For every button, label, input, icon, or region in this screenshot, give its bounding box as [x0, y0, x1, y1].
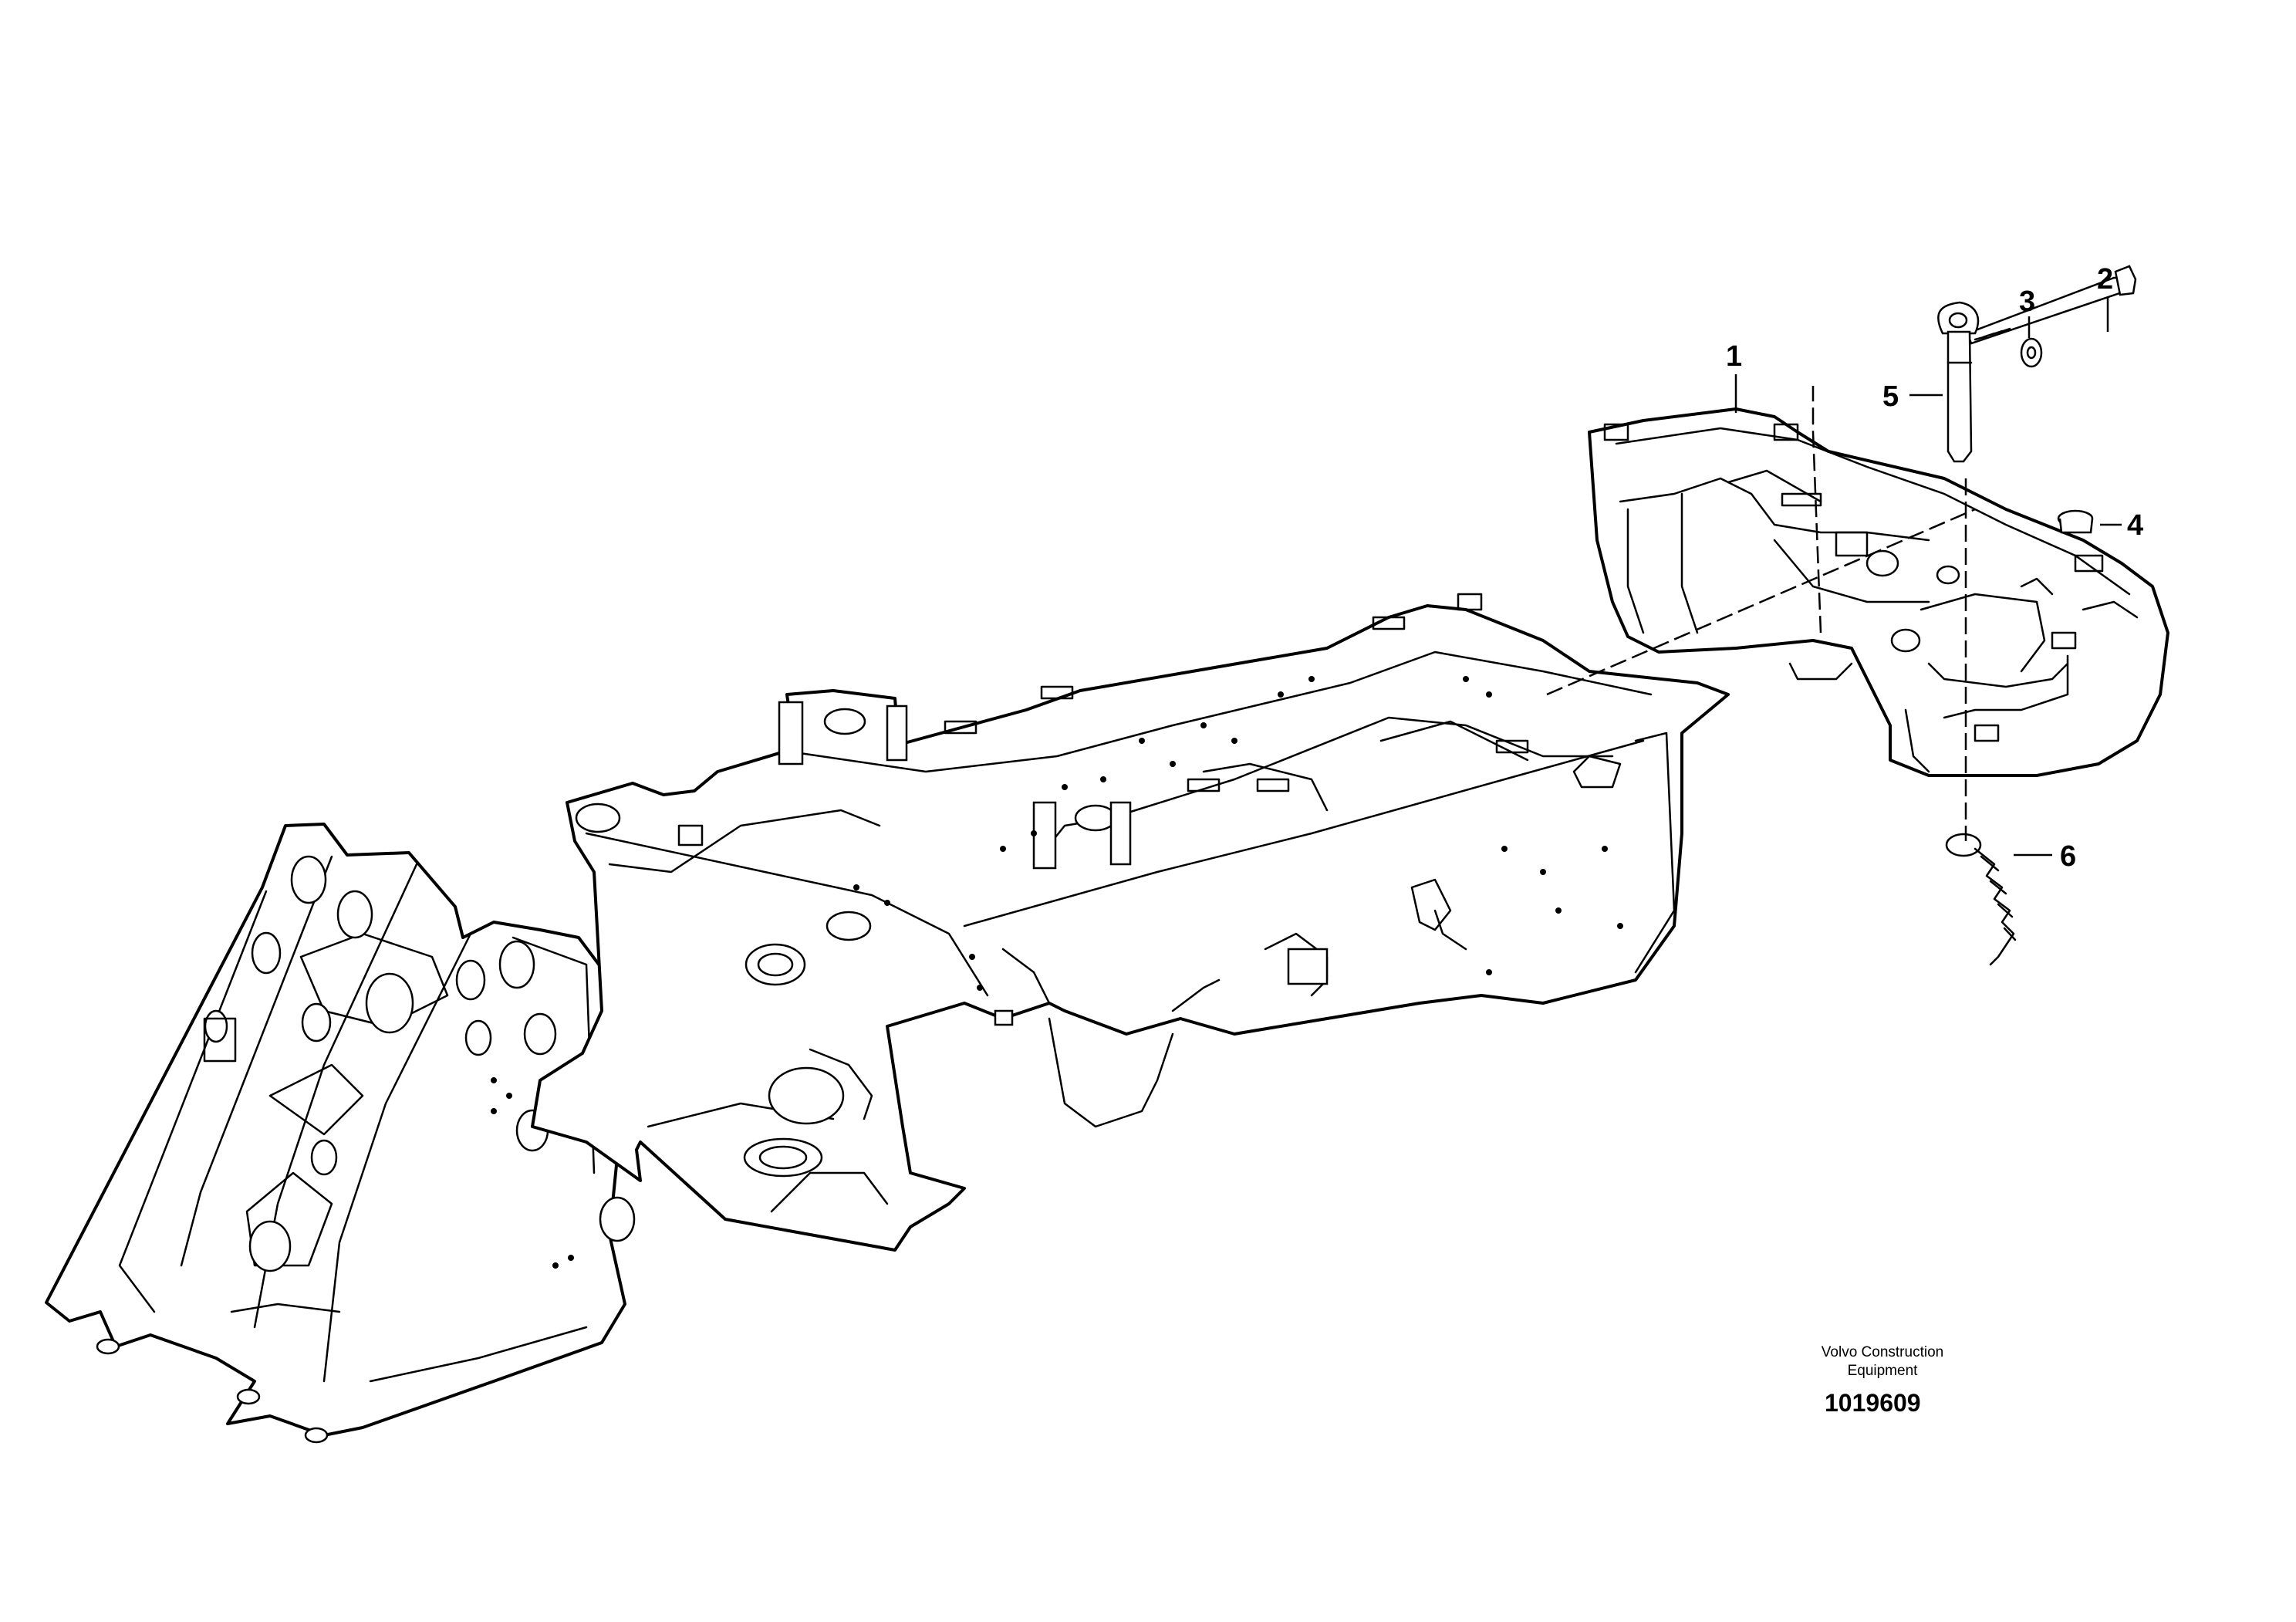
bolt-icon [1966, 265, 2137, 345]
company-name-line2: Equipment [1847, 1363, 1918, 1379]
lock-pin-icon [1937, 301, 1980, 463]
callout-5: 5 [1882, 380, 1943, 413]
company-name-line1: Volvo Construction [1821, 1344, 1944, 1360]
svg-text:3: 3 [2019, 286, 2035, 318]
washer-icon [2020, 337, 2043, 368]
svg-text:5: 5 [1882, 380, 1899, 413]
callout-2: 2 [2097, 263, 2113, 332]
svg-text:6: 6 [2060, 840, 2076, 873]
callout-4: 4 [2100, 509, 2143, 542]
callout-1: 1 [1726, 340, 1742, 413]
lanyard-icon [1945, 833, 2017, 966]
svg-text:1: 1 [1726, 340, 1742, 373]
callout-6: 6 [2014, 840, 2076, 873]
front-frame-icon [45, 823, 636, 1444]
svg-text:4: 4 [2127, 509, 2143, 542]
counterweight-icon [1588, 407, 2169, 777]
svg-text:2: 2 [2097, 263, 2113, 296]
callout-3: 3 [2019, 286, 2035, 338]
assembly-lines [1546, 386, 1976, 841]
plug-icon [2057, 509, 2094, 534]
drawing-number: 1019609 [1825, 1389, 1921, 1417]
rear-frame-icon [531, 593, 1730, 1252]
company-credit: Volvo Construction Equipment [1790, 1343, 1975, 1380]
